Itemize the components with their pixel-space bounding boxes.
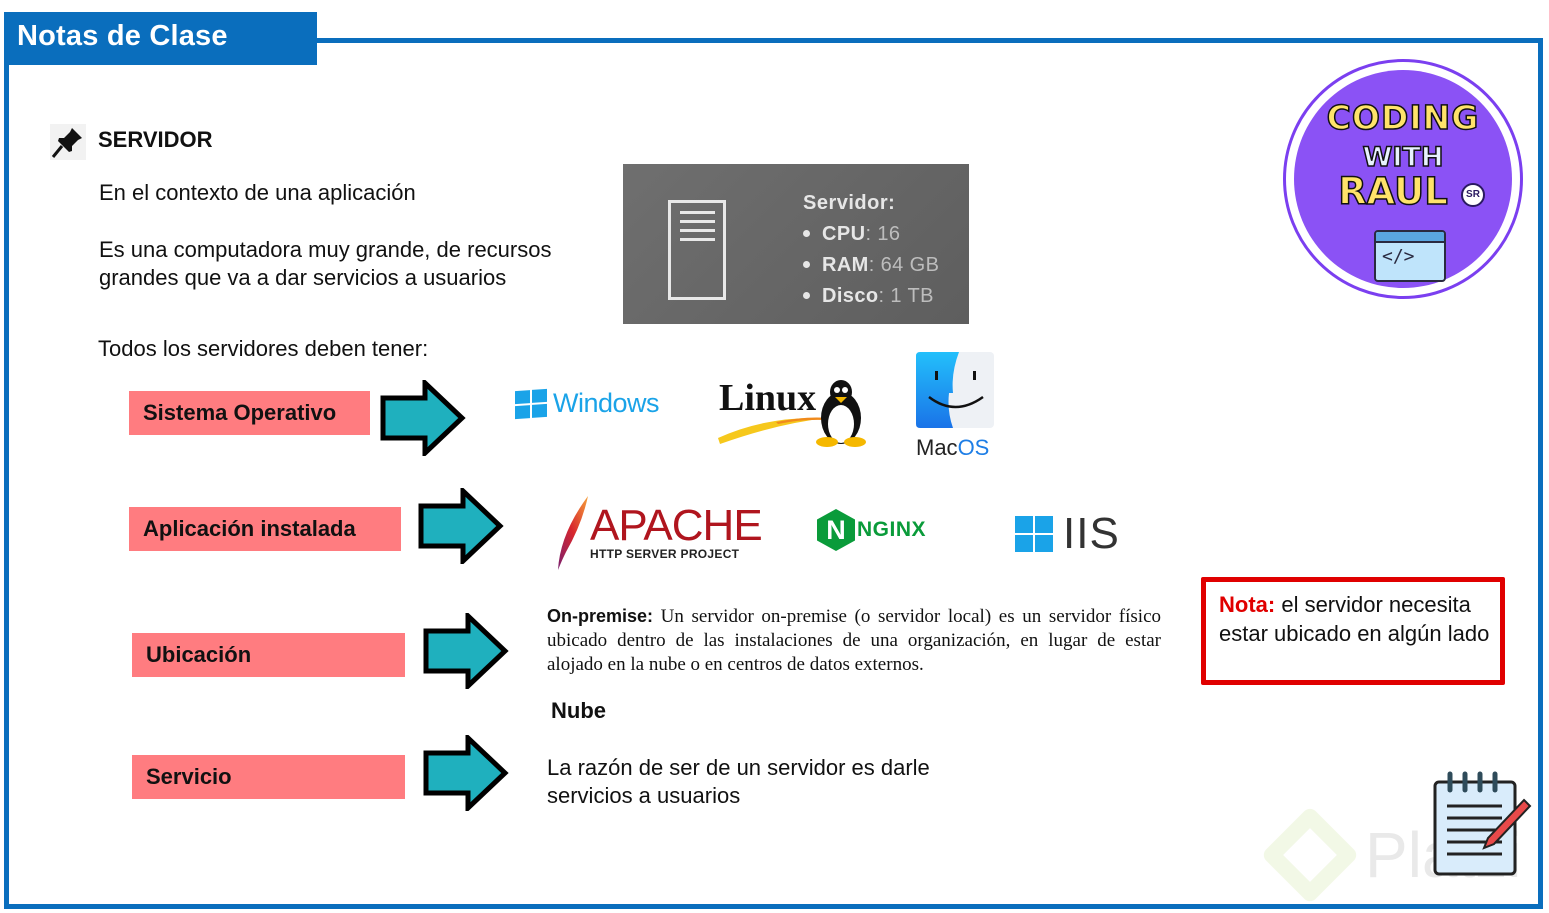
label-sistema-operativo: Sistema Operativo	[129, 391, 370, 435]
context-text: En el contexto de una aplicación	[99, 180, 416, 205]
coding-with-raul-badge: CODING WITH RAUL SR </>	[1283, 59, 1523, 299]
badge-line-raul: RAUL	[1337, 169, 1448, 214]
definition-line-2: grandes que va a dar servicios a usuario…	[99, 265, 507, 290]
apache-subtitle: HTTP SERVER PROJECT	[590, 547, 740, 561]
note-callout: Nota: el servidor necesita estar ubicado…	[1201, 577, 1505, 685]
bullet-icon	[803, 260, 810, 268]
spec-label: CPU	[822, 223, 866, 245]
macos-logo: MacOS	[915, 351, 997, 463]
label-ubicacion: Ubicación	[132, 633, 405, 677]
onprem-label: On-premise:	[547, 606, 654, 626]
mac-label: Mac	[916, 435, 958, 460]
label-servicio: Servicio	[132, 755, 405, 799]
nginx-label: NGINX	[857, 518, 927, 541]
note-label: Nota:	[1219, 592, 1276, 617]
macos-label: MacOS	[916, 435, 989, 461]
code-glyph: </>	[1382, 246, 1415, 267]
right-arrow-icon	[423, 735, 509, 811]
nginx-logo: N NGINX	[817, 509, 926, 551]
spec-title: Servidor:	[803, 192, 896, 214]
apache-feather-icon	[558, 496, 588, 570]
right-arrow-icon	[423, 613, 509, 689]
spec-value: : 1 TB	[878, 285, 934, 307]
linux-swoosh-icon	[718, 417, 828, 444]
page-frame	[4, 38, 1543, 909]
linux-logo: Linux	[716, 376, 871, 448]
onprem-text: Un servidor on-premise (o servidor local…	[547, 606, 1161, 675]
service-line-2: servicios a usuarios	[547, 783, 741, 808]
bullet-icon	[803, 229, 810, 237]
page-title: Notas de Clase	[4, 12, 317, 65]
linux-label: Linux	[719, 377, 817, 419]
bullet-icon	[803, 291, 810, 299]
iis-logo: IIS	[1015, 512, 1120, 556]
tux-penguin-icon	[816, 380, 866, 447]
windows-icon	[515, 388, 547, 419]
right-arrow-icon	[380, 380, 466, 456]
pushpin-icon	[50, 124, 86, 160]
right-arrow-icon	[418, 488, 504, 564]
definition-line-1: Es una computadora muy grande, de recurs…	[99, 237, 552, 262]
spec-item-cpu: CPU: 16	[803, 223, 900, 246]
onprem-description: On-premise: Un servidor on-premise (o se…	[547, 604, 1161, 677]
cloud-label: Nube	[551, 698, 606, 723]
iis-label: IIS	[1063, 509, 1120, 558]
notepad-pencil-icon	[1433, 771, 1532, 876]
windows-logo: Windows	[515, 388, 660, 419]
label-aplicacion-instalada: Aplicación instalada	[129, 507, 401, 551]
spec-value: : 64 GB	[868, 254, 940, 276]
server-spec-card: Servidor: CPU: 16 RAM: 64 GB Disco: 1 TB	[623, 164, 969, 324]
badge-sr-tag: SR	[1461, 183, 1485, 207]
requirements-intro: Todos los servidores deben tener:	[98, 336, 429, 361]
badge-line-with: WITH	[1362, 141, 1444, 174]
spec-item-ram: RAM: 64 GB	[803, 254, 939, 277]
apache-logo: APACHE HTTP SERVER PROJECT	[552, 494, 763, 572]
service-line-1: La razón de ser de un servidor es darle	[547, 755, 930, 780]
badge-line-coding: CODING	[1326, 97, 1480, 138]
platzi-logo-icon	[1260, 805, 1360, 905]
spec-label: RAM	[822, 254, 869, 276]
badge-circle: CODING WITH RAUL SR </>	[1294, 70, 1512, 288]
windows-label: Windows	[553, 388, 660, 418]
apache-label: APACHE	[590, 501, 763, 550]
code-window-icon: </>	[1374, 230, 1446, 282]
os-label: OS	[957, 435, 990, 460]
server-document-icon	[668, 200, 726, 300]
spec-label: Disco	[822, 285, 879, 307]
nginx-hexagon-icon: N	[817, 509, 855, 551]
finder-icon	[916, 352, 994, 428]
spec-value: : 16	[865, 223, 901, 245]
note-text: el servidor necesita estar ubicado en al…	[1219, 592, 1490, 646]
windows-icon	[1015, 516, 1053, 552]
section-heading: SERVIDOR	[98, 127, 213, 152]
spec-item-disco: Disco: 1 TB	[803, 285, 934, 308]
